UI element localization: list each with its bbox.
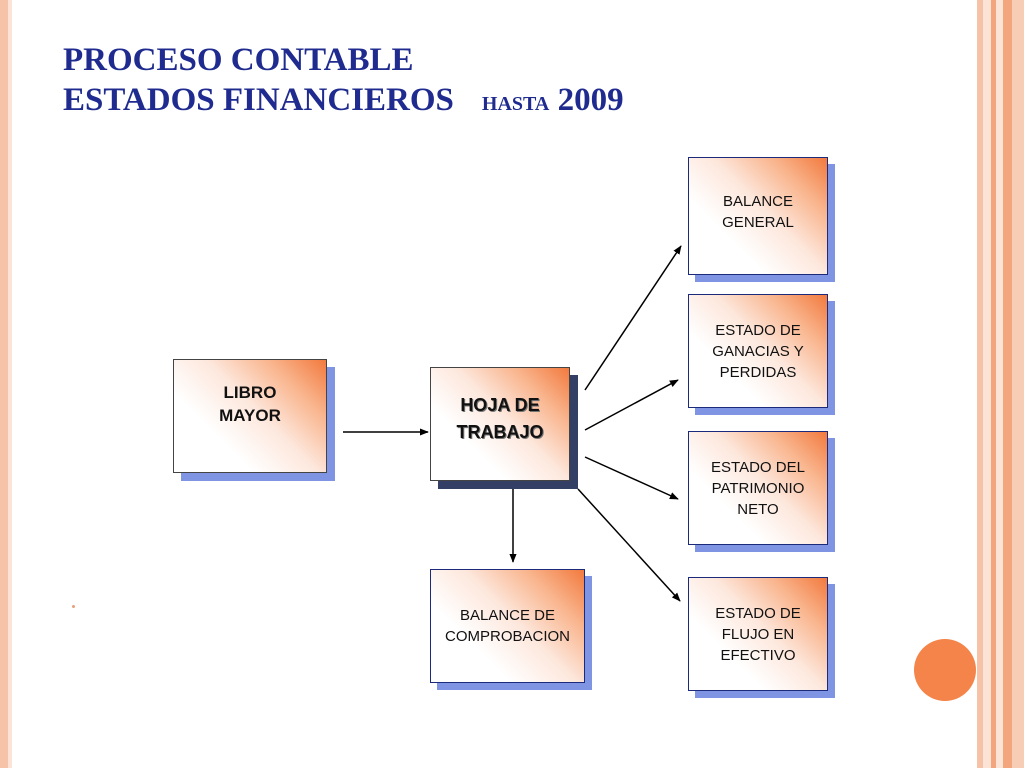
- estado-patrimonio-label: ESTADO DEL PATRIMONIO NETO: [711, 458, 805, 518]
- balance-general-box: BALANCE GENERAL: [688, 157, 828, 275]
- estado-flujo-label: ESTADO DE FLUJO EN EFECTIVO: [715, 604, 801, 664]
- title-main-text: ESTADOS FINANCIEROS: [63, 82, 454, 118]
- page-title-line-1: PROCESO CONTABLE: [63, 42, 414, 78]
- stray-dot: [72, 605, 75, 608]
- balance-comprobacion-label: BALANCE DE COMPROBACION: [444, 607, 570, 645]
- title-year-text: 2009: [557, 82, 624, 118]
- hoja-de-trabajo-box: HOJA DE TRABAJO: [430, 367, 570, 481]
- estado-flujo-box: ESTADO DE FLUJO EN EFECTIVO: [688, 577, 828, 691]
- estado-patrimonio-box: ESTADO DEL PATRIMONIO NETO: [688, 431, 828, 545]
- estado-ganancias-label: ESTADO DE GANACIAS Y PERDIDAS: [712, 321, 804, 381]
- libro-mayor-label: LIBRO MAYOR: [219, 383, 281, 425]
- libro-mayor-box: LIBRO MAYOR: [173, 359, 327, 473]
- page-title-line-2: ESTADOS FINANCIEROS hasta 2009: [63, 82, 624, 120]
- estado-ganancias-box: ESTADO DE GANACIAS Y PERDIDAS: [688, 294, 828, 408]
- balance-general-label: BALANCE GENERAL: [722, 193, 794, 231]
- decorative-orange-circle: [914, 639, 976, 701]
- hoja-de-trabajo-label: HOJA DE TRABAJO: [456, 395, 544, 442]
- balance-comprobacion-box: BALANCE DE COMPROBACION: [430, 569, 585, 683]
- title-suffix-text: hasta: [481, 86, 550, 117]
